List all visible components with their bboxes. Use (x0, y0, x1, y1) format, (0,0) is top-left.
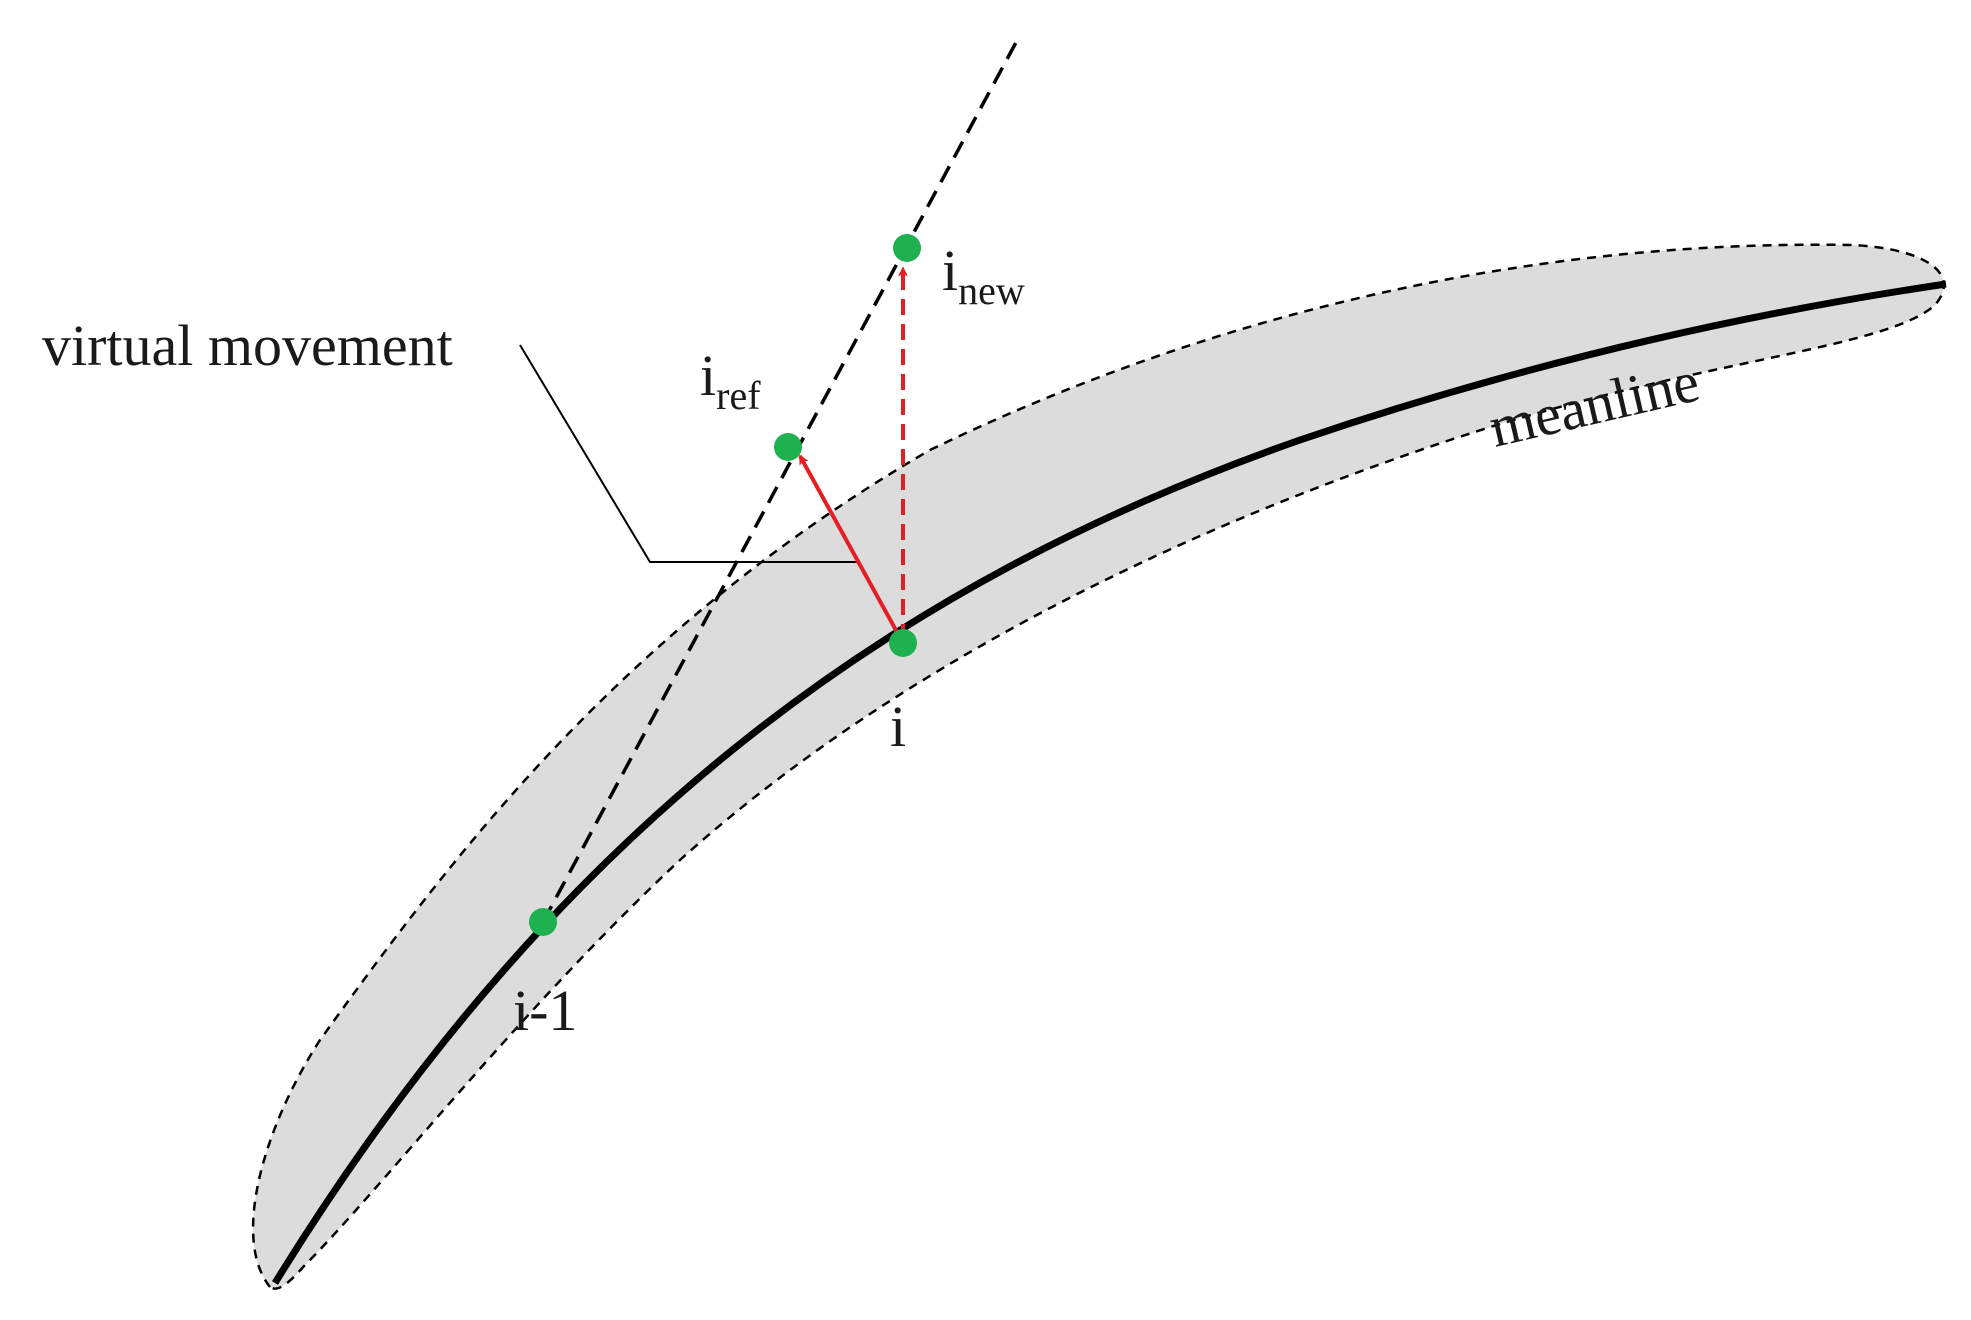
point-i-ref-label: iref (700, 343, 761, 418)
point-i-new-base: i (942, 238, 958, 303)
point-i-new-label: inew (942, 238, 1025, 313)
virtual-movement-leader (519, 344, 858, 563)
virtual-movement-label: virtual movement (42, 313, 453, 378)
point-i-new (893, 234, 921, 262)
point-i-new-subscript: new (958, 268, 1025, 313)
point-i-minus-1-label: i-1 (513, 978, 577, 1043)
point-i (889, 629, 917, 657)
point-i-minus-1 (529, 908, 557, 936)
meanline-curve (272, 280, 1947, 1285)
virtual-movement-arrow (798, 454, 905, 644)
blade-outline (251, 243, 1946, 1290)
point-i-ref (774, 433, 802, 461)
point-i-ref-base: i (700, 343, 716, 408)
point-i-ref-subscript: ref (716, 373, 761, 418)
point-i-label: i (890, 694, 906, 759)
